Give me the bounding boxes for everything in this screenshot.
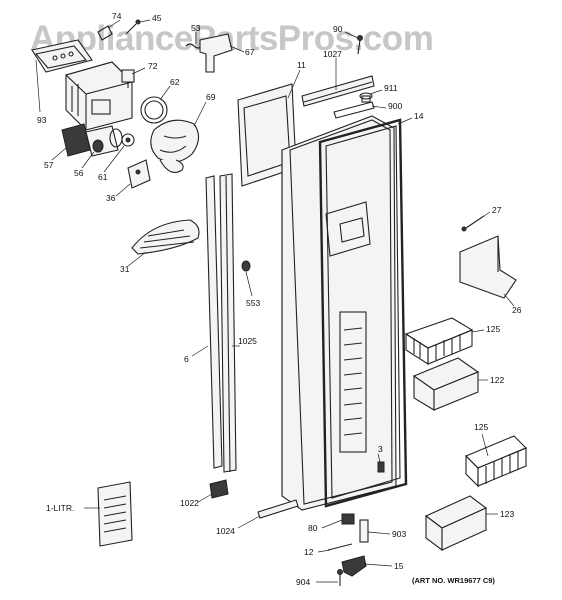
part-31-chute-grille[interactable] bbox=[131, 219, 200, 255]
part-1025-trim-strip[interactable] bbox=[219, 173, 237, 473]
part-67-bracket[interactable] bbox=[199, 33, 233, 73]
part-80-cam[interactable] bbox=[341, 513, 355, 525]
callout-69: 69 bbox=[206, 92, 216, 102]
part-3-clip[interactable] bbox=[377, 461, 385, 473]
callout-911: 911 bbox=[384, 83, 398, 93]
callout-1024: 1024 bbox=[216, 526, 235, 536]
part-dispenser-housing[interactable] bbox=[64, 61, 134, 131]
part-911-cap[interactable] bbox=[359, 92, 373, 103]
part-122-door-bin[interactable] bbox=[412, 357, 480, 411]
callout-903: 903 bbox=[392, 529, 406, 539]
part-904-screw[interactable] bbox=[337, 569, 343, 587]
part-15-hinge[interactable] bbox=[341, 555, 367, 577]
part-45-screw[interactable] bbox=[125, 19, 141, 35]
callout-31: 31 bbox=[120, 264, 130, 274]
leader-lines bbox=[35, 19, 515, 583]
callout-12: 12 bbox=[304, 547, 314, 557]
callout-6: 6 bbox=[184, 354, 189, 364]
callout-125-lower: 125 bbox=[474, 422, 488, 432]
part-74-clip[interactable] bbox=[97, 25, 113, 41]
callout-61: 61 bbox=[98, 172, 108, 182]
part-12-pin[interactable] bbox=[327, 543, 353, 551]
callout-904: 904 bbox=[296, 577, 310, 587]
callout-93: 93 bbox=[37, 115, 47, 125]
callout-123: 123 bbox=[500, 509, 514, 519]
part-125-wire-shelf-lower[interactable] bbox=[465, 435, 527, 488]
part-door-assembly[interactable] bbox=[281, 115, 397, 511]
callout-67: 67 bbox=[245, 47, 255, 57]
callout-1-litr: 1-LITR. bbox=[46, 503, 74, 513]
callout-53: 53 bbox=[191, 23, 201, 33]
callout-27: 27 bbox=[492, 205, 502, 215]
part-553-clip[interactable] bbox=[241, 260, 251, 272]
part-900-top-trim[interactable] bbox=[333, 101, 375, 119]
part-903-shaft[interactable] bbox=[359, 519, 369, 543]
callout-72: 72 bbox=[148, 61, 158, 71]
callout-15: 15 bbox=[394, 561, 404, 571]
part-56-motor[interactable] bbox=[85, 125, 123, 157]
callout-26: 26 bbox=[512, 305, 522, 315]
callout-553: 553 bbox=[246, 298, 260, 308]
watermark-text: AppliancePartsPros.com bbox=[30, 19, 433, 58]
callout-80: 80 bbox=[308, 523, 318, 533]
part-literature-booklet[interactable] bbox=[97, 481, 133, 547]
callout-14: 14 bbox=[414, 111, 424, 121]
callout-62: 62 bbox=[170, 77, 180, 87]
part-69-auger[interactable] bbox=[150, 119, 200, 173]
callout-36: 36 bbox=[106, 193, 116, 203]
part-26-bracket[interactable] bbox=[459, 235, 517, 299]
part-1022-hinge-cover[interactable] bbox=[209, 479, 229, 499]
callout-122: 122 bbox=[490, 375, 504, 385]
callout-labels: 74 45 93 72 62 53 67 90 1027 11 911 900 … bbox=[37, 11, 522, 587]
callout-56: 56 bbox=[74, 168, 84, 178]
callout-45: 45 bbox=[152, 13, 162, 23]
part-14-gasket[interactable] bbox=[318, 118, 408, 508]
callout-11: 11 bbox=[297, 60, 306, 70]
part-1027-handle[interactable] bbox=[301, 75, 375, 107]
part-125-wire-shelf-upper[interactable] bbox=[404, 317, 474, 366]
callout-90: 90 bbox=[333, 24, 343, 34]
part-72-switch[interactable] bbox=[121, 69, 135, 88]
part-27-screw[interactable] bbox=[461, 215, 485, 232]
callout-57: 57 bbox=[44, 160, 54, 170]
part-36-bracket[interactable] bbox=[127, 159, 151, 189]
callout-3: 3 bbox=[378, 444, 383, 454]
part-1024-bottom-strip[interactable] bbox=[257, 499, 299, 519]
part-6-trim-strip[interactable] bbox=[205, 175, 223, 469]
part-90-screw[interactable] bbox=[357, 35, 363, 55]
door-liner-ribs bbox=[339, 311, 367, 453]
callout-900: 900 bbox=[388, 101, 402, 111]
callout-1025: 1025 bbox=[238, 336, 257, 346]
art-number: (ART NO. WR19677 C9) bbox=[412, 576, 495, 585]
callout-74: 74 bbox=[112, 11, 122, 21]
part-62-ring[interactable] bbox=[140, 96, 168, 124]
part-123-door-bin[interactable] bbox=[424, 495, 488, 552]
callout-1027: 1027 bbox=[323, 49, 342, 59]
callout-1022: 1022 bbox=[180, 498, 199, 508]
callout-125-upper: 125 bbox=[486, 324, 500, 334]
part-93-control-panel[interactable] bbox=[31, 39, 93, 73]
part-61-gear[interactable] bbox=[121, 133, 135, 147]
